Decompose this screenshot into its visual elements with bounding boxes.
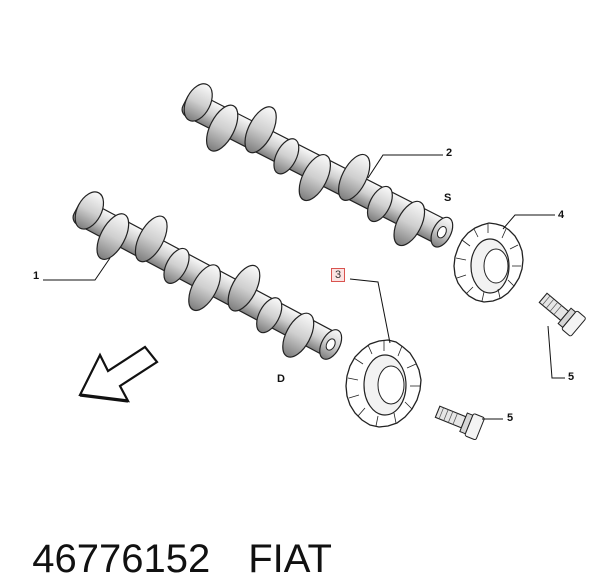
label-intake-side: S (444, 192, 452, 204)
gear-upper (453, 222, 524, 303)
camshaft-upper (181, 83, 454, 248)
gear-lower (345, 339, 422, 428)
callout-3-highlighted: 3 (331, 268, 346, 282)
callout-4: 4 (558, 209, 565, 221)
bolt-upper (538, 292, 586, 337)
bolt-lower (434, 405, 485, 441)
callout-5-lower: 5 (507, 412, 514, 424)
part-caption: 46776152 FIAT (10, 492, 332, 582)
leader-lines (43, 154, 565, 420)
callout-1: 1 (33, 270, 40, 282)
label-exhaust-side: D (277, 373, 285, 385)
diagram-drawing (43, 83, 586, 441)
callout-2: 2 (446, 147, 453, 159)
camshaft-lower (72, 191, 343, 360)
callout-5-upper: 5 (568, 371, 575, 383)
part-number: 46776152 (32, 537, 211, 581)
direction-arrow (78, 345, 159, 403)
brand-name: FIAT (248, 537, 332, 581)
